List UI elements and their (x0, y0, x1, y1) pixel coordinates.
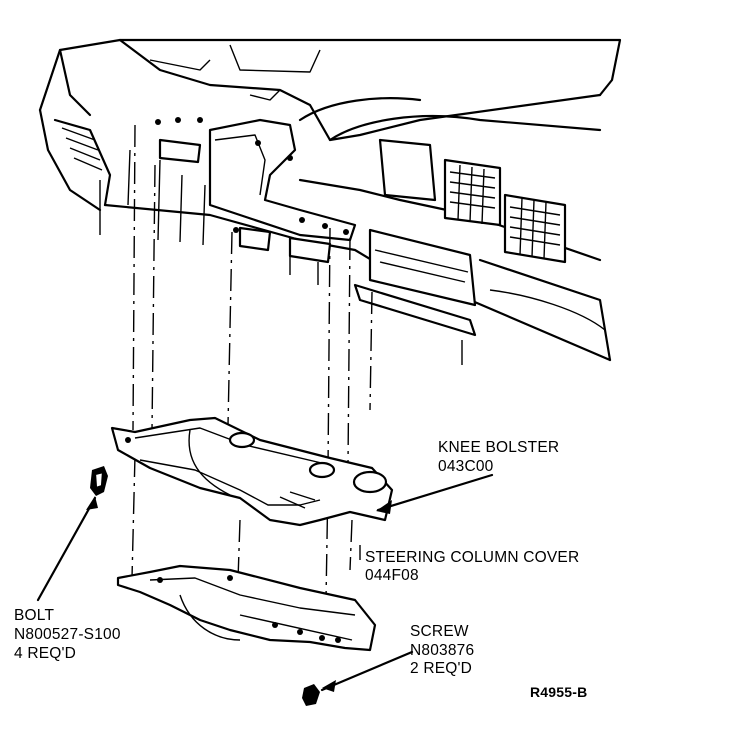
screw-label: SCREW (410, 623, 469, 640)
instrument-panel-illustration (38, 38, 622, 365)
steering-column-cover-part-number: 044F08 (365, 567, 419, 584)
screw-leader-line (320, 650, 414, 692)
bolt-label: BOLT (14, 607, 54, 624)
screw-icon (302, 684, 320, 706)
knee-bolster-leader-line (376, 473, 494, 512)
bolt-leader-line (36, 496, 97, 602)
figure-id: R4955-B (530, 684, 587, 700)
alignment-lines (131, 124, 373, 601)
knee-bolster-illustration (110, 416, 394, 527)
bolt-quantity: 4 REQ'D (14, 645, 76, 662)
bolt-part-number: N800527-S100 (14, 626, 121, 643)
screw-quantity: 2 REQ'D (410, 660, 472, 677)
steering-column-cover-illustration (116, 564, 377, 652)
bolt-arrowhead (86, 496, 98, 510)
screw-arrowhead (322, 680, 336, 692)
knee-bolster-arrowhead (376, 500, 392, 514)
knee-bolster-part-number: 043C00 (438, 458, 494, 475)
steering-column-cover-label: STEERING COLUMN COVER (365, 549, 579, 566)
knee-bolster-label: KNEE BOLSTER (438, 439, 559, 456)
screw-part-number: N803876 (410, 642, 474, 659)
bolt-icon (90, 466, 108, 496)
